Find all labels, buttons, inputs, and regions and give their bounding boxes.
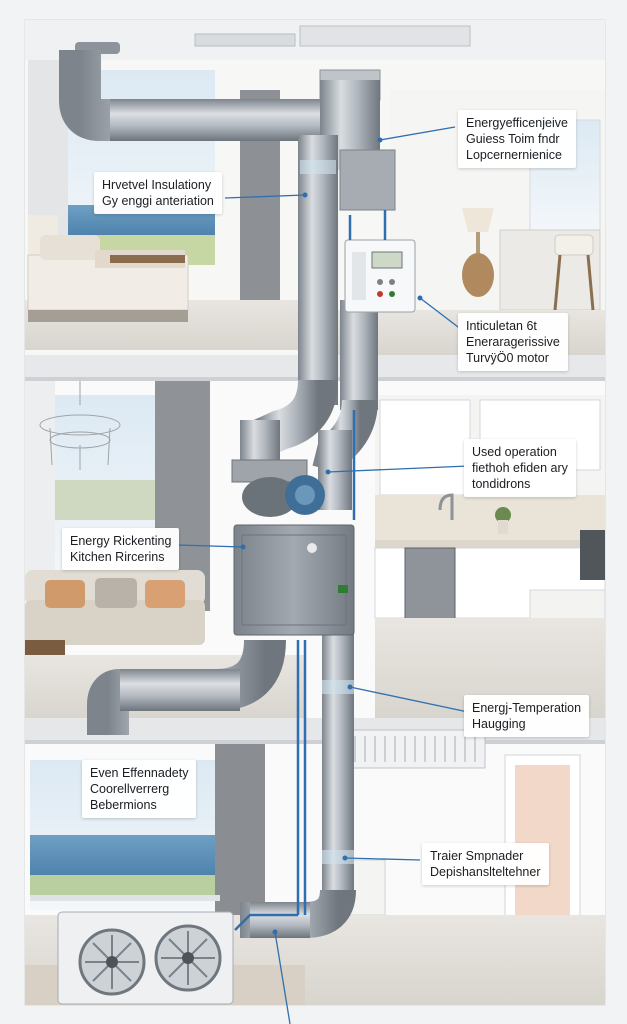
callout-line: Guiess Toim fndr (466, 132, 560, 146)
callout-line: Energyefficenjeive (466, 116, 568, 130)
callout-operation: Used operation fiethoh efiden ary tondid… (464, 439, 576, 497)
callout-temperature: Energj-Temperation Haugging (464, 695, 590, 737)
callout-line: Energy Rickenting (70, 534, 172, 548)
callout-line: tondidrons (472, 477, 531, 491)
callout-line: Energj-Temperation (472, 701, 582, 715)
callout-coolant: Even Effennadety Coorellverrerg Bebermio… (82, 760, 197, 818)
air-handler-unit-icon (231, 459, 355, 636)
callout-insulation: Hrvetvel Insulationy Gy enggi anteriatio… (94, 172, 222, 214)
callout-line: Eneraragerissive (466, 335, 560, 349)
callout-line: fiethoh efiden ary (472, 461, 568, 475)
callout-line: Traier Smpnader (430, 849, 524, 863)
callout-energy-efficiency: Energyefficenjeive Guiess Toim fndr Lopc… (458, 110, 576, 168)
callout-line: Depishanslteltehner (430, 865, 541, 879)
callout-line: Gy enggi anteriation (102, 194, 214, 208)
ac-condenser-icon (57, 911, 234, 1005)
callout-line: Bebermions (90, 798, 157, 812)
callout-line: Even Effennadety (90, 766, 189, 780)
ductwork (59, 42, 396, 938)
callout-line: Hrvetvel Insulationy (102, 178, 212, 192)
callout-motor: Inticuletan 6t Eneraragerissive TurvÿÖ0 … (458, 313, 568, 371)
chandelier-icon (39, 381, 121, 470)
callout-line: Haugging (472, 717, 526, 731)
callout-line: Used operation (472, 445, 557, 459)
callout-kitchen: Energy Rickenting Kitchen Rircerins (62, 528, 180, 570)
callout-line: Kitchen Rircerins (70, 550, 165, 564)
callout-trailer: Traier Smpnader Depishanslteltehner (422, 843, 549, 885)
callout-line: Inticuletan 6t (466, 319, 537, 333)
callout-line: Coorellverrerg (90, 782, 170, 796)
callout-line: TurvÿÖ0 motor (466, 351, 549, 365)
thermostat-panel-icon (344, 239, 416, 313)
callout-line: Lopcernernienice (466, 148, 562, 162)
